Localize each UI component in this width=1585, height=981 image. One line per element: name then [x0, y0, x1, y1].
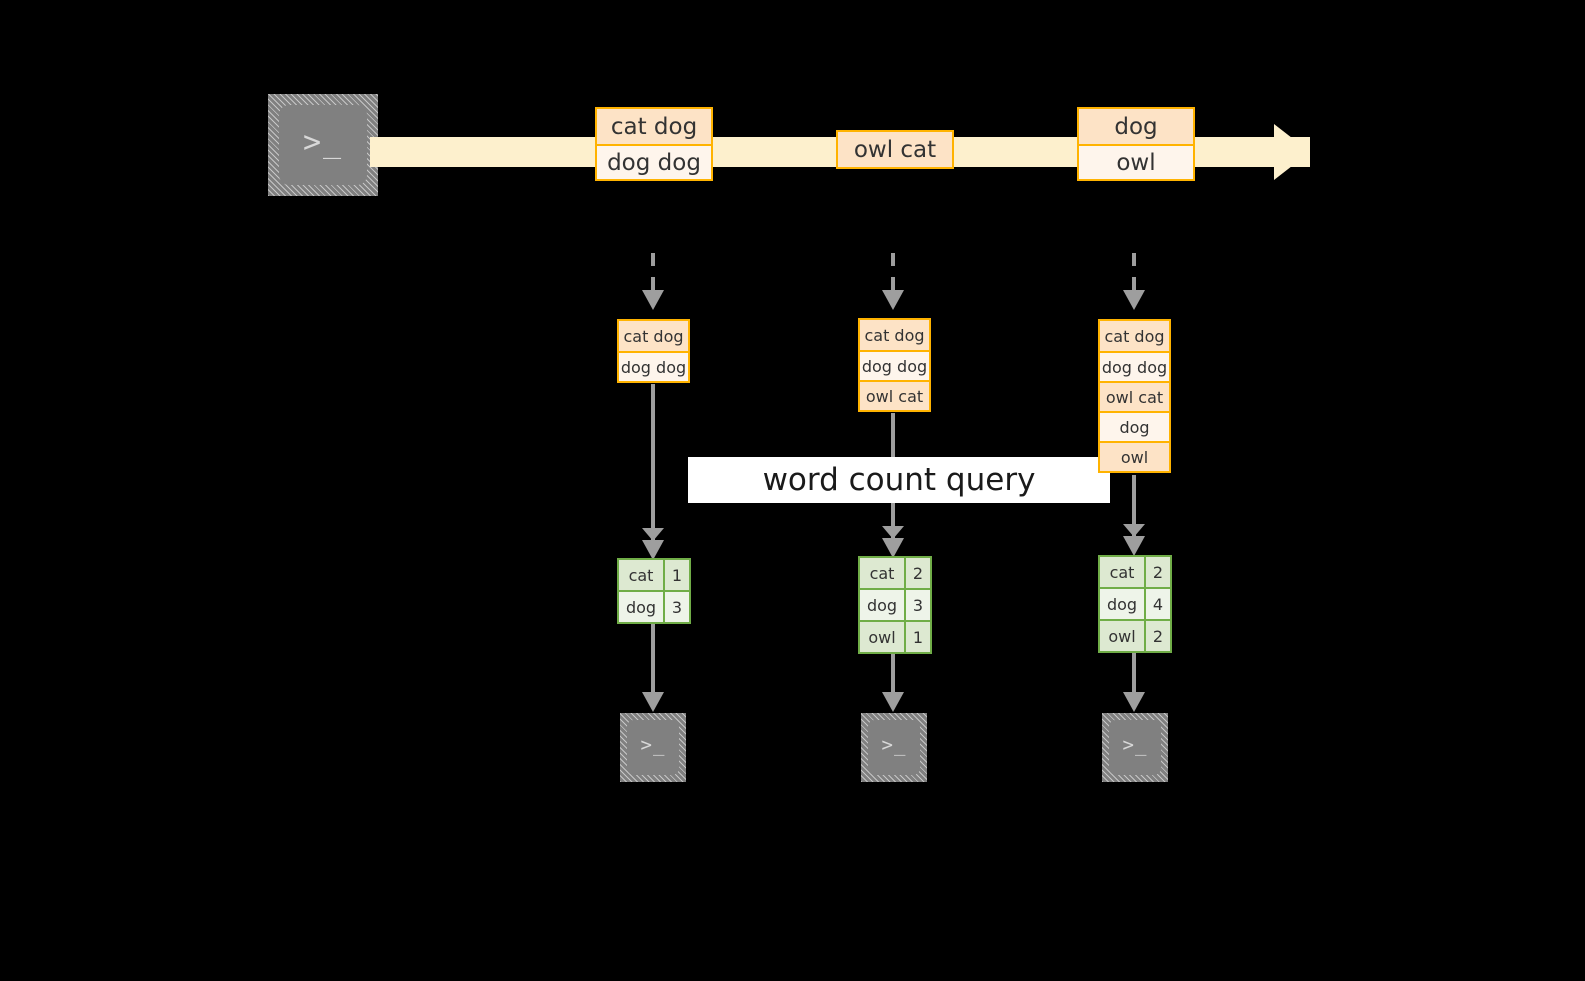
- stream-message-line: owl: [1079, 144, 1193, 179]
- table-row: owl 1: [860, 620, 930, 652]
- snapshot-tap-line: [1132, 253, 1136, 293]
- query-flow-arrowhead: [882, 538, 904, 558]
- terminal-screen: [1109, 720, 1161, 775]
- sink-flow-line: [891, 650, 895, 696]
- query-flow-arrowhead: [642, 540, 664, 560]
- snapshot-input-line: cat dog: [860, 320, 929, 350]
- table-row: cat 1: [619, 560, 689, 590]
- result-word: cat: [1100, 557, 1144, 587]
- result-count: 1: [904, 622, 930, 652]
- result-count: 3: [904, 590, 930, 620]
- terminal-screen: [279, 105, 367, 185]
- snapshot-input-box[interactable]: cat dog dog dog: [617, 319, 690, 383]
- stream-message-line: dog dog: [597, 144, 711, 179]
- result-word: cat: [619, 560, 663, 590]
- result-count: 2: [1144, 621, 1170, 651]
- snapshot-input-line: owl cat: [1100, 381, 1169, 411]
- query-flow-arrowhead: [642, 528, 664, 541]
- query-banner-label: word count query: [762, 462, 1036, 498]
- snapshot-input-box[interactable]: cat dog dog dog owl cat: [858, 318, 931, 412]
- terminal-prompt-glyph: >_: [1122, 734, 1148, 756]
- sink-flow-arrowhead: [1123, 692, 1145, 712]
- table-row: dog 3: [860, 588, 930, 620]
- result-word: owl: [860, 622, 904, 652]
- result-word: dog: [619, 592, 663, 622]
- stream-message[interactable]: owl cat: [836, 130, 954, 169]
- table-row: cat 2: [1100, 557, 1170, 587]
- query-flow-arrowhead: [1123, 524, 1145, 537]
- terminal-prompt-glyph: >_: [881, 734, 907, 756]
- sink-terminal-icon: >_: [620, 713, 686, 782]
- snapshot-input-line: owl cat: [860, 380, 929, 410]
- stream-message-line: owl cat: [838, 132, 952, 167]
- sink-flow-arrowhead: [882, 692, 904, 712]
- terminal-screen: [627, 720, 679, 775]
- result-table[interactable]: cat 2 dog 4 owl 2: [1098, 555, 1172, 653]
- query-flow-line: [651, 384, 655, 540]
- result-count: 4: [1144, 589, 1170, 619]
- stream-message[interactable]: cat dog dog dog: [595, 107, 713, 181]
- snapshot-input-line: dog dog: [860, 350, 929, 380]
- query-flow-line: [1132, 475, 1136, 537]
- terminal-prompt-glyph: >_: [640, 734, 666, 756]
- stream-message-line: dog: [1079, 109, 1193, 144]
- snapshot-tap-arrowhead: [882, 290, 904, 310]
- stream-arrow-head: [1274, 124, 1310, 180]
- stream-message[interactable]: dog owl: [1077, 107, 1195, 181]
- snapshot-input-box[interactable]: cat dog dog dog owl cat dog owl: [1098, 319, 1171, 473]
- sink-terminal-icon: >_: [1102, 713, 1168, 782]
- result-word: cat: [860, 558, 904, 588]
- stream-source-terminal-icon: >_: [268, 94, 378, 196]
- snapshot-input-line: cat dog: [619, 321, 688, 351]
- result-word: dog: [1100, 589, 1144, 619]
- sink-flow-line: [1132, 649, 1136, 696]
- table-row: cat 2: [860, 558, 930, 588]
- table-row: dog 3: [619, 590, 689, 622]
- snapshot-input-line: owl: [1100, 441, 1169, 471]
- result-word: dog: [860, 590, 904, 620]
- snapshot-tap-arrowhead: [1123, 290, 1145, 310]
- terminal-prompt-glyph: >_: [302, 125, 344, 160]
- snapshot-input-line: dog: [1100, 411, 1169, 441]
- result-table[interactable]: cat 1 dog 3: [617, 558, 691, 624]
- sink-flow-arrowhead: [642, 692, 664, 712]
- terminal-screen: [868, 720, 920, 775]
- snapshot-tap-arrowhead: [642, 290, 664, 310]
- table-row: dog 4: [1100, 587, 1170, 619]
- snapshot-input-line: dog dog: [1100, 351, 1169, 381]
- snapshot-tap-line: [891, 253, 895, 293]
- table-row: owl 2: [1100, 619, 1170, 651]
- result-table[interactable]: cat 2 dog 3 owl 1: [858, 556, 932, 654]
- snapshot-tap-line: [651, 253, 655, 293]
- snapshot-input-line: cat dog: [1100, 321, 1169, 351]
- result-count: 2: [1144, 557, 1170, 587]
- query-flow-arrowhead: [882, 526, 904, 539]
- query-banner: word count query: [688, 457, 1110, 503]
- stream-message-line: cat dog: [597, 109, 711, 144]
- result-count: 2: [904, 558, 930, 588]
- snapshot-input-line: dog dog: [619, 351, 688, 381]
- result-count: 3: [663, 592, 689, 622]
- query-flow-arrowhead: [1123, 536, 1145, 556]
- sink-flow-line: [651, 620, 655, 696]
- result-word: owl: [1100, 621, 1144, 651]
- sink-terminal-icon: >_: [861, 713, 927, 782]
- result-count: 1: [663, 560, 689, 590]
